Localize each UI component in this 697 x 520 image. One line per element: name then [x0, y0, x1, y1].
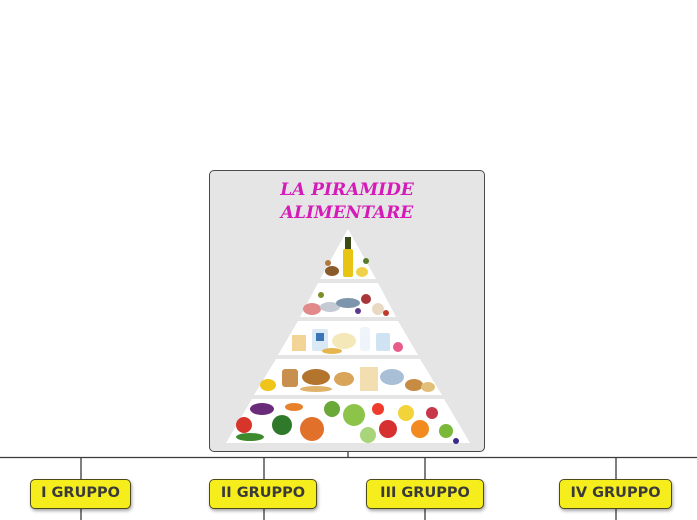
root-topic-title: LA PIRAMIDE ALIMENTARE [280, 180, 414, 223]
food-pyramid-image [226, 229, 470, 444]
pyramid-tier-grains [254, 359, 442, 395]
group-node-1[interactable]: I GRUPPO [30, 479, 131, 509]
group-node-4[interactable]: IV GRUPPO [559, 479, 672, 509]
group-node-label: IV GRUPPO [570, 485, 661, 501]
group-node-2[interactable]: II GRUPPO [209, 479, 317, 509]
root-topic-node[interactable]: LA PIRAMIDE ALIMENTARE [209, 170, 485, 452]
pyramid-tier-proteins [300, 283, 396, 317]
group-node-label: III GRUPPO [380, 485, 470, 501]
pyramid-tier-top [320, 229, 376, 279]
group-node-3[interactable]: III GRUPPO [366, 479, 484, 509]
pyramid-tier-fruits-vegetables [226, 399, 470, 444]
pyramid-tier-dairy [278, 321, 418, 355]
group-node-label: II GRUPPO [220, 485, 306, 501]
group-node-label: I GRUPPO [41, 485, 120, 501]
